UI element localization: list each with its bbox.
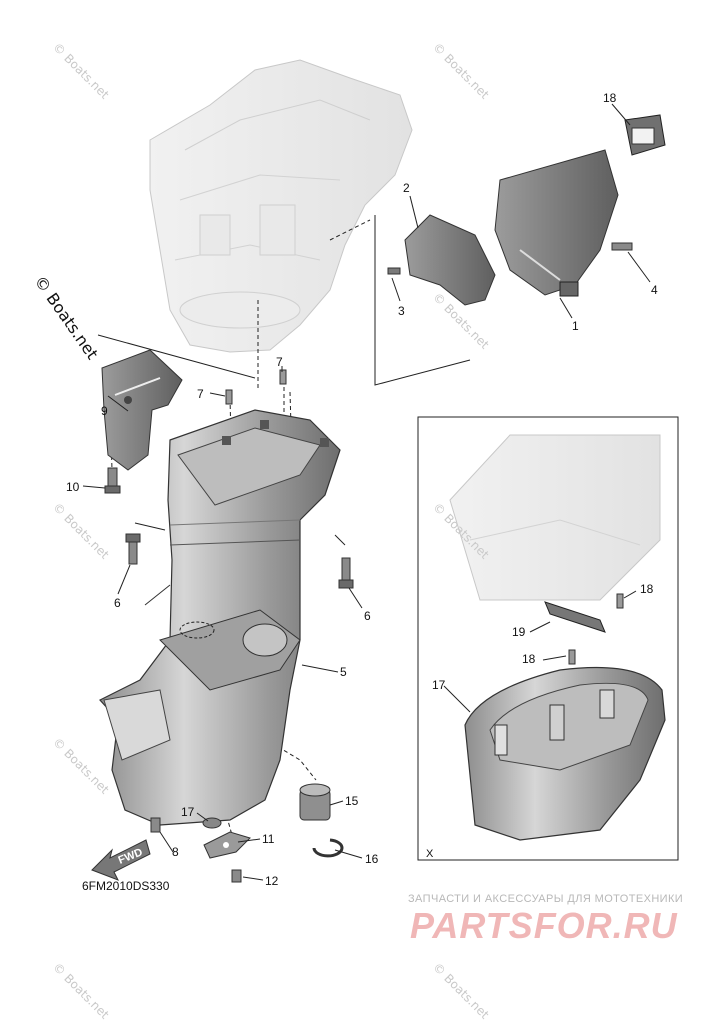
callout-19: 19 — [512, 625, 526, 639]
callout-6-left: 6 — [114, 596, 121, 610]
callout-5: 5 — [340, 665, 347, 679]
drive-shaft-housing-part-5 — [99, 409, 341, 826]
circlip-part-15 — [312, 838, 344, 858]
bolt-part-10 — [104, 467, 121, 494]
seal-part-19 — [544, 601, 606, 633]
parts-diagram: FWD — [82, 59, 679, 883]
callout-13: 17 — [181, 805, 195, 819]
callout-14: 15 — [345, 794, 359, 808]
bracket-part-2 — [404, 214, 496, 306]
reference-lines — [97, 215, 471, 546]
inset-frame — [417, 416, 679, 861]
plate-part-11 — [203, 831, 251, 859]
callout-17: 17 — [432, 678, 446, 692]
callout-7-upper: 7 — [276, 355, 283, 369]
drawing-code: 6FM2010DS330 — [82, 879, 170, 893]
bolt-part-6-right — [338, 557, 354, 589]
fwd-arrow-icon: FWD — [91, 839, 151, 881]
callout-12: 12 — [265, 874, 279, 888]
bolt-part-6-left — [125, 533, 141, 565]
callout-4: 4 — [651, 283, 658, 297]
callout-6-right: 6 — [364, 609, 371, 623]
callout-2: 2 — [403, 181, 410, 195]
footer-brand-logo: PARTSFOR.RU — [410, 905, 678, 946]
callout-10: 10 — [66, 480, 80, 494]
bolt-part-12 — [231, 869, 242, 883]
inset-label: X — [426, 848, 434, 860]
pin-part-18-upper — [616, 593, 624, 609]
callout-18-lower: 18 — [522, 652, 536, 666]
bushing-part-14 — [299, 783, 331, 821]
pin-part-7-left — [225, 389, 233, 405]
bolt-part-4 — [611, 242, 633, 251]
pin-part-18-lower — [568, 649, 576, 665]
bracket-part-9 — [101, 349, 183, 471]
drain-bolt-part-8 — [150, 817, 161, 833]
cover-part-1 — [494, 149, 619, 297]
callout-9: 9 — [101, 404, 108, 418]
case-part-17 — [464, 666, 666, 841]
callout-1: 1 — [572, 319, 579, 333]
callout-8: 8 — [172, 845, 179, 859]
callout-11: 11 — [262, 832, 275, 846]
callout-18-upper: 18 — [640, 582, 654, 596]
callout-3: 3 — [398, 304, 405, 318]
bolt-part-3 — [387, 267, 401, 275]
callout-leaders — [82, 103, 651, 881]
callout-16: 18 — [603, 91, 617, 105]
upper-casing-ghost — [149, 59, 413, 353]
grommet-part-16 — [624, 114, 666, 156]
pin-part-7-right — [279, 369, 287, 385]
callout-15: 16 — [365, 852, 379, 866]
callout-7-lower: 7 — [197, 387, 204, 401]
footer-tagline: ЗАПЧАСТИ И АКСЕССУАРЫ ДЛЯ МОТОТЕХНИКИ — [408, 893, 684, 905]
